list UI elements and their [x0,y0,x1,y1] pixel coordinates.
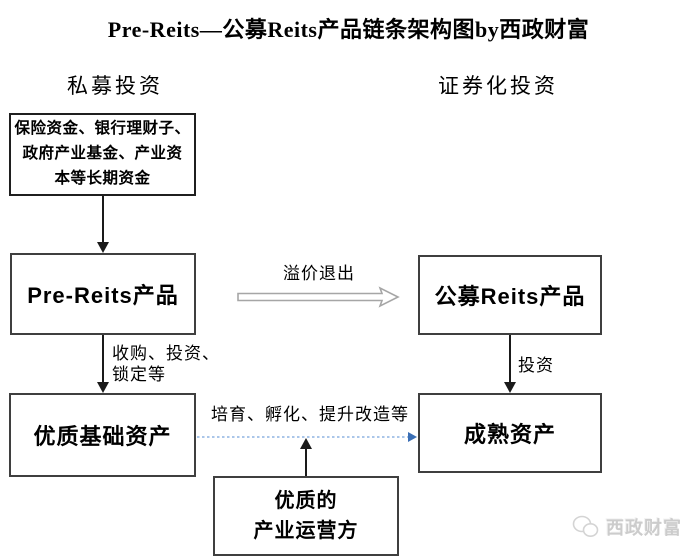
arrow-prereits-to-assets-line [102,335,104,383]
dashed-arrow-cultivate [197,432,417,442]
arrow-operator-up-line [305,447,307,476]
diagram-title: Pre-Reits—公募Reits产品链条架构图by西政财富 [107,17,590,42]
box-industry-operator-text: 优质的 产业运营方 [253,490,359,542]
arrow-publicreits-to-mature-head [504,382,516,393]
box-quality-basic-assets: 优质基础资产 [9,393,196,477]
label-premium-exit: 溢价退出 [283,264,355,283]
arrow-publicreits-to-mature-line [509,335,511,383]
box-long-term-funds: 保险资金、银行理财子、 政府产业基金、产业资 本等长期资金 [9,113,196,196]
box-pre-reits-product: Pre-Reits产品 [10,253,196,335]
box-public-reits-product: 公募Reits产品 [418,255,602,335]
arrow-prereits-to-assets-head [97,382,109,393]
label-acquire-invest-lock: 收购、投资、锁定等 [112,344,220,385]
column-header-securitized-investment: 证券化投资 [438,74,558,98]
arrow-funds-to-prereits-head [97,242,109,253]
column-header-private-investment: 私募投资 [67,74,163,98]
label-cultivate-incubate: 培育、孵化、提升改造等 [211,405,409,424]
label-invest: 投资 [518,356,554,375]
box-mature-assets: 成熟资产 [418,393,602,473]
wechat-icon [572,515,599,537]
hollow-arrow-premium-exit [237,286,400,308]
watermark-text: 西政财富 [606,518,682,538]
box-long-term-funds-text: 保险资金、银行理财子、 政府产业基金、产业资 本等长期资金 [14,120,191,187]
box-industry-operator: 优质的 产业运营方 [213,476,399,556]
arrow-operator-up-head [300,438,312,449]
watermark: 西政财富 [572,514,682,540]
arrow-funds-to-prereits-line [102,196,104,243]
